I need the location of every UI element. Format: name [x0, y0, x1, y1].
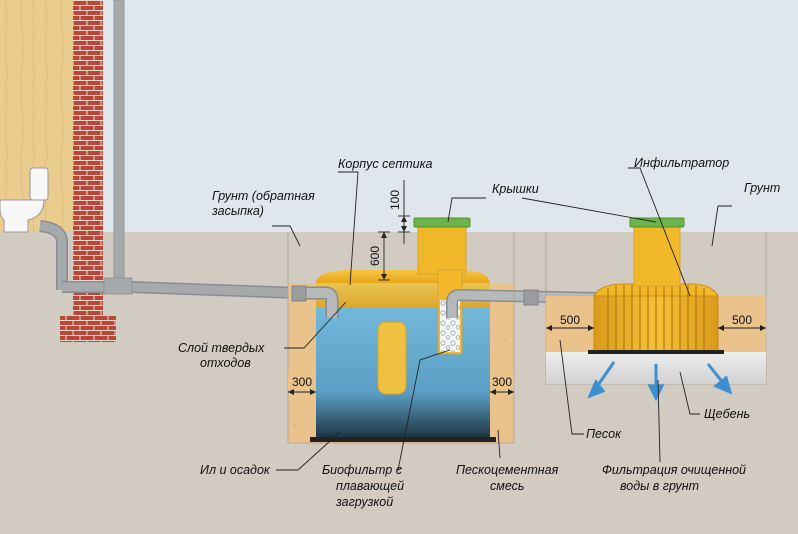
infiltrator-ribs — [607, 285, 705, 352]
label-filtration-1: Фильтрация очищенной — [602, 463, 746, 477]
vent-riser-pipe — [113, 0, 125, 291]
label-sand: Песок — [586, 427, 622, 441]
toilet-icon — [0, 167, 49, 233]
dim-depth: 600 — [368, 246, 382, 266]
label-septic-body: Корпус септика — [338, 157, 432, 171]
label-biofilter-3: загрузкой — [335, 495, 393, 509]
label-crushed-stone: Щебень — [704, 407, 750, 421]
label-solid-waste-2: отходов — [200, 356, 251, 370]
label-infiltrator: Инфильтратор — [634, 156, 729, 170]
dimension-lines — [288, 180, 766, 393]
leader-lines — [272, 167, 732, 471]
dim-wall-left: 300 — [292, 375, 312, 389]
label-soil: Грунт — [744, 181, 780, 195]
dim-lid-height: 100 — [388, 190, 402, 210]
toilet-drain-pipe — [39, 221, 67, 290]
pipe-tee — [103, 277, 133, 295]
label-lids: Крышки — [492, 182, 539, 196]
label-backfill-2: засыпка) — [211, 204, 264, 218]
septic-lid — [413, 217, 471, 228]
infiltrator-riser — [633, 225, 681, 287]
label-backfill-1: Грунт (обратная — [212, 189, 315, 203]
dim-wall-right: 300 — [492, 375, 512, 389]
label-biofilter-2: плавающей — [336, 479, 404, 493]
sky — [0, 0, 798, 232]
label-sand-cement-2: смесь — [490, 479, 524, 493]
septic-tank-bottom — [310, 437, 496, 442]
dim-infiltrator-left: 500 — [560, 313, 580, 327]
label-silt: Ил и осадок — [200, 463, 271, 477]
filtration-arrows — [587, 361, 733, 402]
outlet-pipe — [447, 290, 597, 318]
infiltrator-lid — [629, 217, 685, 228]
label-sand-cement-1: Пескоцементная — [456, 463, 559, 477]
dim-infiltrator-right: 500 — [732, 313, 752, 327]
label-biofilter-1: Биофильтр с — [322, 463, 403, 477]
inlet-elbow-pipe — [300, 288, 337, 318]
label-filtration-2: воды в грунт — [620, 479, 699, 493]
brick-footing — [60, 316, 116, 342]
septic-riser-neck — [417, 225, 467, 275]
label-solid-waste-1: Слой твердых — [178, 341, 265, 355]
septic-inner-partition — [377, 321, 407, 395]
